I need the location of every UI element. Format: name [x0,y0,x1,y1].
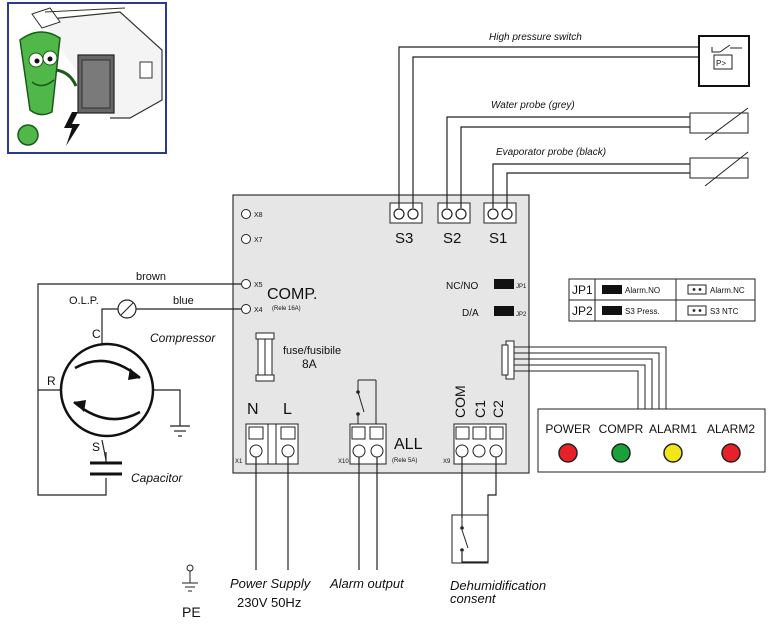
compressor-wiring [37,283,241,496]
led-power [558,443,578,463]
brown-wire-label: brown [136,271,166,283]
compressor-terminal-s: S [92,440,100,454]
high-pressure-switch-label: High pressure switch [489,32,582,43]
led-alarm1 [663,443,683,463]
evaporator-probe-label: Evaporator probe (black) [496,147,606,158]
warning-mascot-illustration [7,2,167,154]
alarm-relay-label: ALL [394,436,423,453]
jumper-closed-icon [602,306,622,315]
terminal-x7-label: X7 [254,237,263,244]
power-supply-label: Power Supply [230,576,312,591]
terminal-n-label: N [247,401,259,418]
jumper-table-jp1-closed: Alarm.NO [625,286,660,295]
evaporator-probe-wiring [492,163,690,208]
led-label-compr: COMPR [599,422,644,436]
lightning-icon [64,112,80,146]
compressor-motor [59,342,155,438]
evaporator-probe [689,151,749,187]
terminal-x4-label: X4 [254,307,263,314]
terminal-x10 [349,423,387,465]
power-supply-wiring [255,457,289,570]
jp1-label: JP1 [516,284,527,290]
jp1-function-label: NC/NO [446,281,478,292]
water-probe [689,107,749,141]
dehumidification-label: Dehumidification [450,578,546,593]
ground-symbol [170,425,190,437]
jumper-closed-icon [602,285,622,294]
led-panel-wiring [514,346,667,410]
olp-overload-protector [117,299,137,319]
high-pressure-switch: P> [698,35,750,87]
led-connector [501,340,515,380]
jumper-table-jp2-closed: S3 Press. [625,307,660,316]
comp-relay-rating: (Rele 16A) [272,306,301,312]
high-pressure-switch-wiring [398,46,712,208]
jp2-label: JP2 [516,312,527,318]
capacitor-label: Capacitor [131,471,183,485]
jumper-jp1 [494,279,514,289]
pressure-symbol: P> [716,59,726,68]
capacitor [90,452,122,476]
terminal-s3 [389,202,423,224]
blue-wire-label: blue [173,295,194,307]
led-label-alarm2: ALARM2 [707,422,755,436]
terminal-s2 [437,202,471,224]
terminal-x8 [241,209,251,219]
alarm-output-label: Alarm output [329,576,405,591]
jumper-table-jp2-open: S3 NTC [710,307,739,316]
jumper-open-icon [687,305,707,316]
terminal-x5-label: X5 [254,282,263,289]
compressor-terminal-c: C [92,327,101,341]
dehumidification-consent-label: consent [450,591,497,606]
led-label-alarm1: ALARM1 [649,422,697,436]
terminal-x10-label: X10 [338,459,349,465]
led-alarm2 [721,443,741,463]
alarm-relay-rating: (Rele 5A) [392,458,417,464]
led-label-power: POWER [545,422,591,436]
terminal-c1-label: C1 [472,400,488,418]
terminal-c2-label: C2 [490,400,506,418]
pe-ground-symbol [182,564,198,592]
compressor-label: Compressor [150,331,216,345]
terminal-s2-label: S2 [443,230,461,247]
fuse-label: fuse/fusibile [283,345,341,357]
power-supply-voltage: 230V 50Hz [237,595,301,610]
alarm-output-wiring [358,457,378,570]
alarm-relay-contact [356,379,377,424]
jumper-jp2 [494,306,514,316]
terminal-x9 [453,423,507,465]
jumper-table-jp1-open: Alarm.NC [710,286,745,295]
dehumidification-contact [451,514,489,564]
terminal-l-label: L [283,401,292,418]
jumper-table [568,278,756,322]
terminal-s3-label: S3 [395,230,413,247]
jp2-function-label: D/A [462,308,479,319]
pe-label: PE [182,604,201,620]
water-probe-wiring [446,116,690,208]
terminal-x1-label: X1 [235,459,243,465]
terminal-com-label: COM [452,385,468,418]
jumper-open-icon [687,284,707,295]
olp-label: O.L.P. [69,295,99,307]
fuse-rating: 8A [302,357,317,371]
terminal-x1 [245,423,299,465]
terminal-x9-label: X9 [443,459,451,465]
led-indicators: POWER COMPR ALARM1 ALARM2 [545,422,755,463]
comp-relay-label: COMP. [267,286,317,303]
led-compr [611,443,631,463]
terminal-s1-label: S1 [489,230,507,247]
fuse [255,332,275,382]
terminal-x4 [241,304,251,314]
terminal-x5 [241,279,251,289]
terminal-s1 [483,202,517,224]
compressor-terminal-r: R [47,374,56,388]
terminal-x7 [241,234,251,244]
jumper-table-jp1: JP1 [572,283,593,297]
terminal-x8-label: X8 [254,212,263,219]
water-probe-label: Water probe (grey) [491,100,575,111]
jumper-table-jp2: JP2 [572,304,593,318]
